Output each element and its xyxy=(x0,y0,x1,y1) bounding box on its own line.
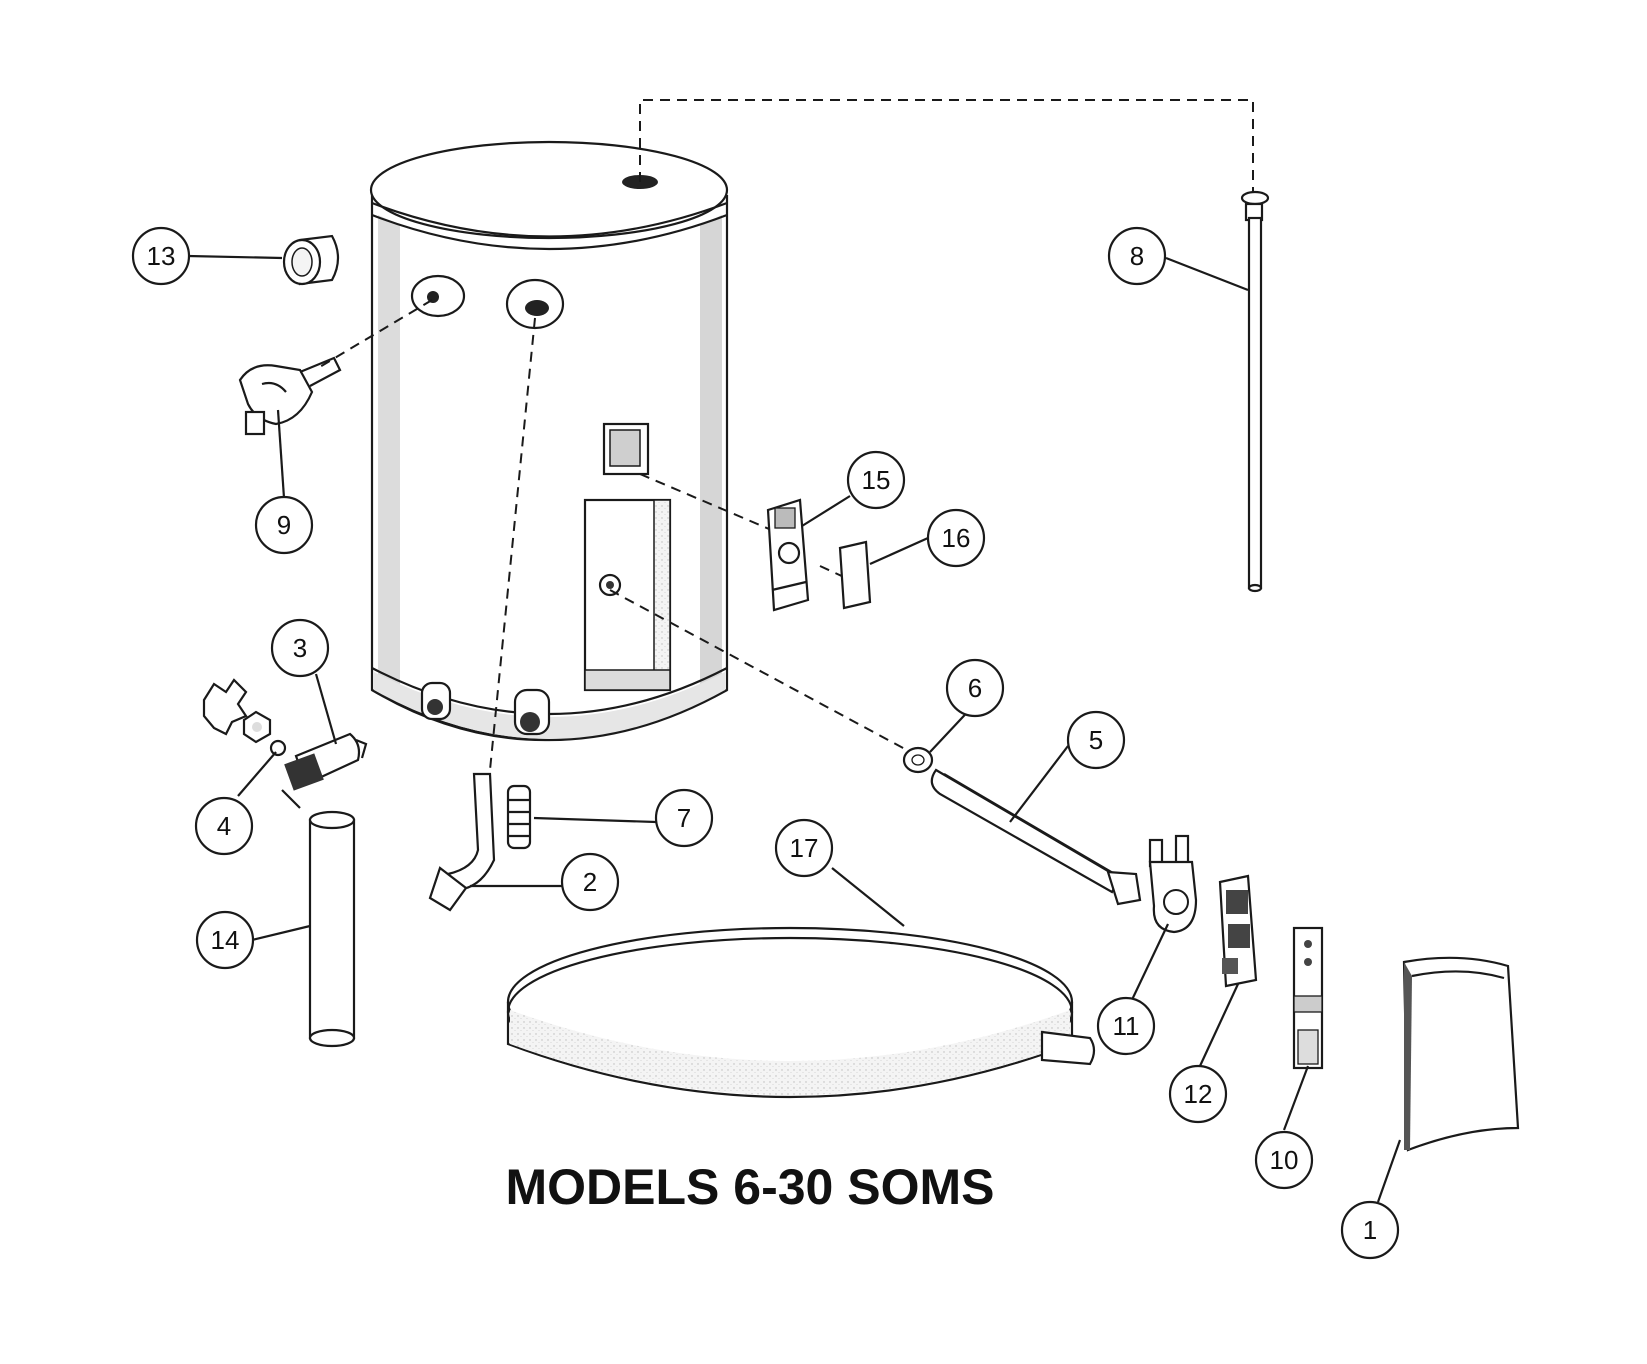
callout-10-label: 10 xyxy=(1270,1145,1299,1175)
part-2-elbow-nipple xyxy=(428,772,496,912)
part-4-handle-nut-washer xyxy=(202,678,287,757)
bottom-right-fitting xyxy=(513,688,551,736)
callout-13: 13 xyxy=(131,226,191,286)
callout-15: 15 xyxy=(846,450,906,510)
part-11-element-bracket xyxy=(1148,834,1198,934)
part-5-heating-element xyxy=(930,768,1142,906)
part-15-thermostat xyxy=(766,498,810,612)
part-12-limit-switch xyxy=(1218,874,1258,988)
element-access-panel xyxy=(583,498,672,692)
callout-2: 2 xyxy=(560,852,620,912)
part-9-relief-valve xyxy=(238,356,342,436)
diagram-title: MODELS 6-30 SOMS xyxy=(505,1159,995,1215)
callout-14: 14 xyxy=(195,910,255,970)
top-left-fitting xyxy=(410,274,466,318)
callout-13-label: 13 xyxy=(147,241,176,271)
callout-connectors xyxy=(187,254,1402,1203)
callout-16-label: 16 xyxy=(942,523,971,553)
part-3-drain-valve xyxy=(281,732,368,809)
callout-1-label: 1 xyxy=(1363,1215,1377,1245)
callout-6: 6 xyxy=(945,658,1005,718)
callout-6-label: 6 xyxy=(968,673,982,703)
bottom-left-fitting xyxy=(420,681,452,721)
callout-7: 7 xyxy=(654,788,714,848)
callout-1: 1 xyxy=(1340,1200,1400,1260)
callout-12: 12 xyxy=(1168,1064,1228,1124)
callout-7-label: 7 xyxy=(677,803,691,833)
callout-8: 8 xyxy=(1107,226,1167,286)
water-heater-tank xyxy=(369,140,729,742)
part-8-anode-rod xyxy=(1240,190,1270,593)
part-6-gasket xyxy=(902,746,934,774)
callout-15-label: 15 xyxy=(862,465,891,495)
part-17-bottom-ring xyxy=(506,926,1096,1099)
callout-9-label: 9 xyxy=(277,510,291,540)
part-16-insulation-pad xyxy=(838,540,872,610)
callout-4: 4 xyxy=(194,796,254,856)
part-7-nipple xyxy=(506,784,532,850)
callout-3: 3 xyxy=(270,618,330,678)
part-14-dip-tube xyxy=(308,810,356,1048)
callout-9: 9 xyxy=(254,495,314,555)
callout-14-label: 14 xyxy=(211,925,240,955)
callout-17: 17 xyxy=(774,818,834,878)
callout-10: 10 xyxy=(1254,1130,1314,1190)
callout-11-label: 11 xyxy=(1113,1011,1140,1041)
callout-12-label: 12 xyxy=(1184,1079,1213,1109)
callout-3-label: 3 xyxy=(293,633,307,663)
callout-16: 16 xyxy=(926,508,986,568)
callout-2-label: 2 xyxy=(583,867,597,897)
callout-17-label: 17 xyxy=(790,833,819,863)
callout-4-label: 4 xyxy=(217,811,231,841)
callout-8-label: 8 xyxy=(1130,241,1144,271)
callout-11: 11 xyxy=(1096,996,1156,1056)
thermostat-opening xyxy=(602,422,650,476)
part-10-mounting-strip xyxy=(1292,926,1324,1070)
part-13-cap xyxy=(282,234,340,286)
callout-5: 5 xyxy=(1066,710,1126,770)
part-1-access-cover xyxy=(1402,956,1520,1152)
callout-5-label: 5 xyxy=(1089,725,1103,755)
callouts: 13 8 9 15 16 3 6 5 4 7 17 2 14 11 12 10 … xyxy=(131,226,1400,1260)
